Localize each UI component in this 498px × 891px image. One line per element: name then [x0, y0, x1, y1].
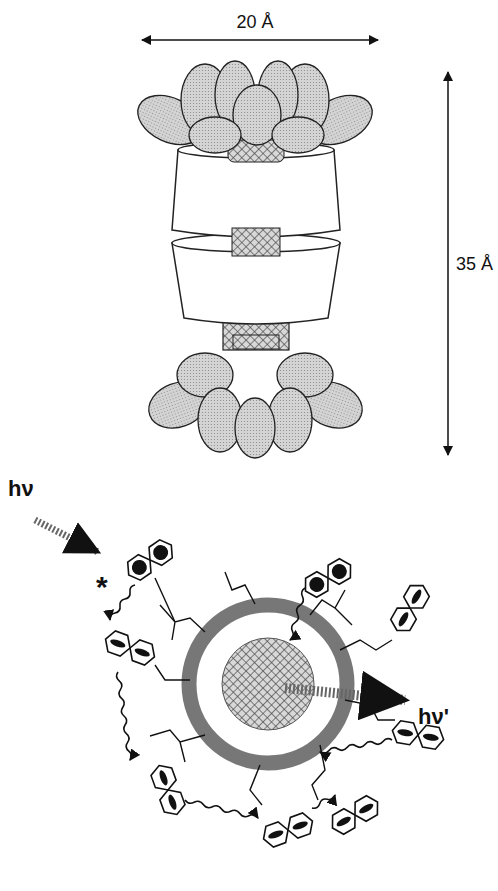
chromophore — [260, 811, 316, 849]
dendrimer-core — [222, 638, 314, 730]
chromophore — [327, 792, 383, 837]
photon-label: hν — [8, 478, 34, 500]
wavy-arrow — [185, 800, 258, 818]
dimension-label: 20 Å — [233, 13, 276, 31]
excited-chromophore — [122, 536, 177, 584]
width-dimension — [142, 39, 378, 41]
wavy-arrow — [117, 672, 132, 760]
wavy-arrow — [110, 585, 135, 620]
photon-label: hν' — [418, 706, 449, 728]
channel-cylinder — [172, 140, 340, 350]
end-groups-bottom — [142, 353, 368, 458]
chromophore — [300, 555, 356, 600]
wavy-arrow — [312, 795, 335, 808]
photon-label: * — [96, 572, 108, 602]
chromophore — [149, 762, 187, 818]
wavy-arrow — [290, 588, 305, 640]
wavy-arrow — [320, 739, 392, 754]
end-groups-top — [130, 61, 380, 154]
light-in-arrow — [35, 520, 98, 552]
dimension-label: 35 Å — [456, 255, 493, 273]
dendrimer-branches — [150, 572, 395, 805]
chromophore — [102, 629, 158, 667]
height-dimension — [447, 72, 449, 455]
light-out-arrow — [285, 688, 405, 700]
chromophore — [387, 580, 432, 636]
energy-transfer-arrows — [110, 585, 392, 818]
dendrimer-shell — [189, 605, 347, 763]
